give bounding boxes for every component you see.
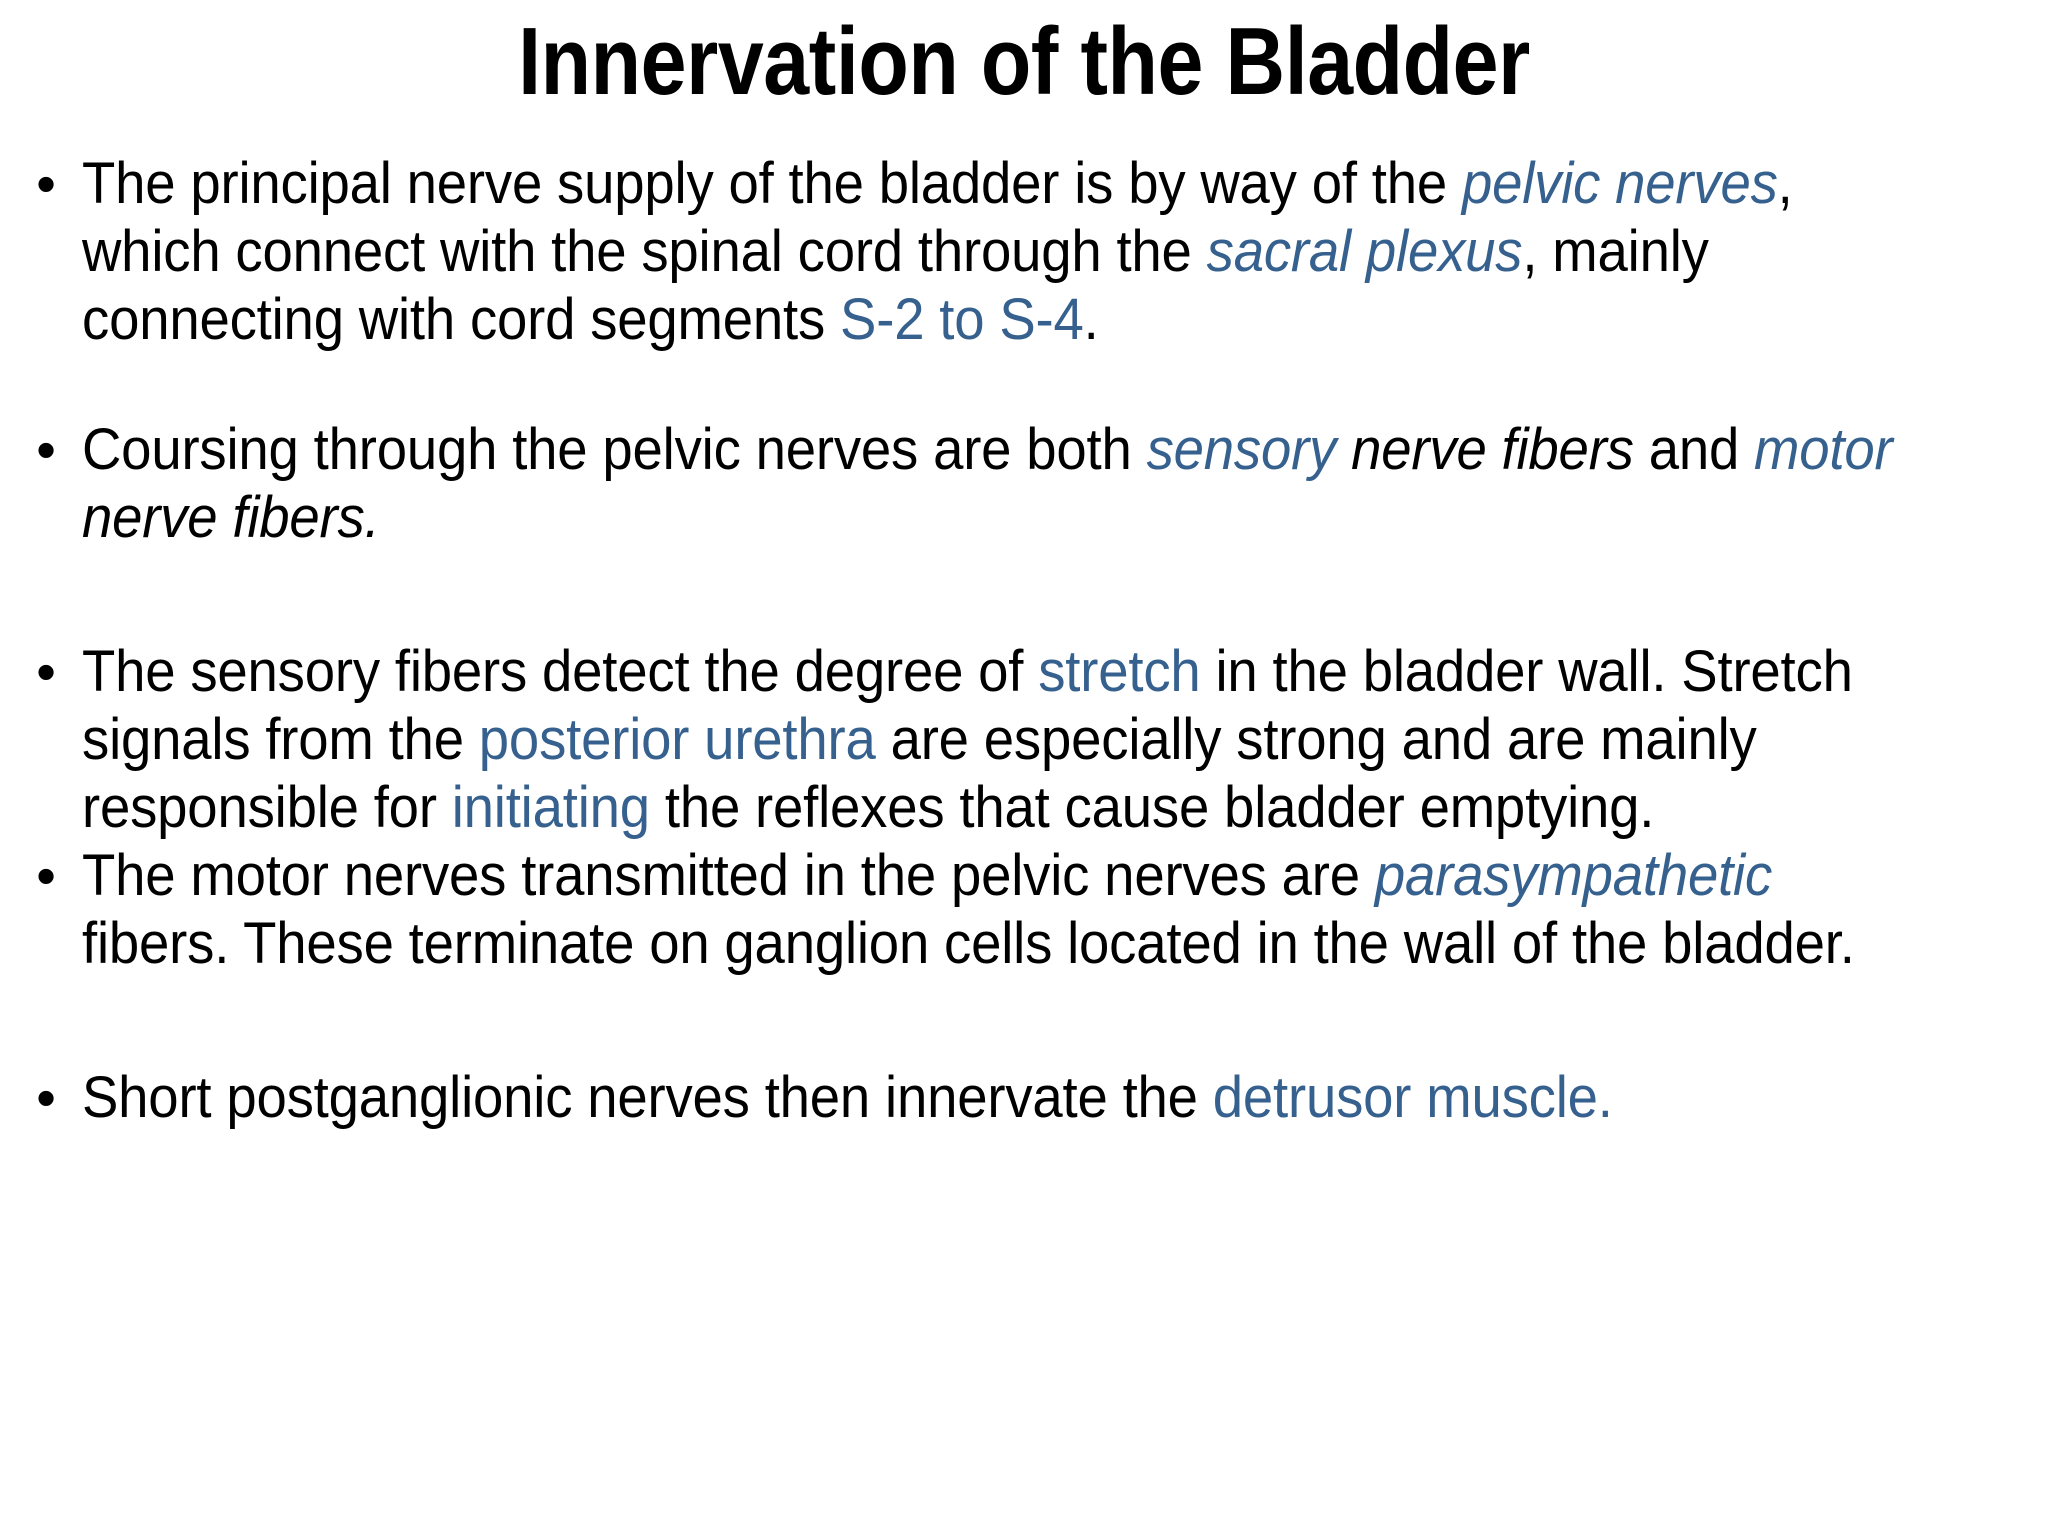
bullet-spacer	[10, 978, 2040, 1064]
list-item[interactable]: • The principal nerve supply of the blad…	[10, 150, 2040, 354]
run-text: and	[1633, 417, 1755, 482]
bullet-point-icon: •	[36, 640, 56, 703]
run-text: The sensory fibers detect the degree of	[82, 639, 1039, 704]
bullet-point-icon: •	[36, 1066, 56, 1129]
run-accent-stretch: stretch	[1038, 639, 1201, 704]
bullet-text-principal-nerve-supply: The principal nerve supply of the bladde…	[82, 150, 1923, 354]
run-accent-parasympathetic: parasympathetic	[1374, 843, 1773, 908]
run-text: are especially strong and are mainly res…	[82, 707, 1757, 840]
run-text: the reflexes that cause bladder emptying…	[649, 775, 1655, 840]
run-text: .	[1083, 287, 1099, 352]
bullet-point-icon: •	[36, 844, 56, 907]
run-italic-nerve-fibers-2: nerve fibers.	[82, 485, 380, 550]
run-text: Coursing through the pelvic nerves are b…	[82, 417, 1147, 482]
run-text: The principal nerve supply of the bladde…	[82, 151, 1462, 216]
run-text: The motor nerves transmitted in the pelv…	[82, 843, 1375, 908]
bullet-text-coursing-sensory-motor: Coursing through the pelvic nerves are b…	[82, 416, 1923, 552]
run-accent-motor: motor	[1754, 417, 1893, 482]
run-text: Short postganglionic nerves then innerva…	[82, 1065, 1213, 1130]
run-text: fibers. These terminate on ganglion cell…	[82, 911, 1855, 976]
list-item[interactable]: • Short postganglionic nerves then inner…	[10, 1064, 2040, 1132]
run-text: in the bladder wall. Stretch signals fro…	[82, 639, 1853, 772]
bullet-point-icon: •	[36, 152, 56, 215]
run-accent-posterior-urethra: posterior urethra	[478, 707, 876, 772]
bullet-text-postganglionic-detrusor: Short postganglionic nerves then innerva…	[82, 1064, 1923, 1132]
run-accent-detrusor-muscle: detrusor muscle.	[1212, 1065, 1613, 1130]
run-accent-sacral-plexus: sacral plexus	[1206, 219, 1523, 284]
run-italic-nerve-fibers: nerve fibers	[1336, 417, 1634, 482]
bullet-text-sensory-fibers-stretch: The sensory fibers detect the degree of …	[82, 638, 1923, 842]
run-text: , which connect with the spinal cord thr…	[82, 151, 1793, 284]
bullet-spacer	[10, 552, 2040, 638]
bullet-text-motor-nerves-parasympathetic: The motor nerves transmitted in the pelv…	[82, 842, 1923, 978]
bullet-spacer	[10, 354, 2040, 416]
list-item[interactable]: • The motor nerves transmitted in the pe…	[10, 842, 2040, 978]
bullet-point-icon: •	[36, 418, 56, 481]
run-accent-sensory: sensory	[1146, 417, 1337, 482]
page-title: Innervation of the Bladder	[518, 8, 1530, 115]
run-text: , mainly connecting with cord segments	[82, 219, 1709, 352]
run-accent-cord-segments: S-2 to S-4	[840, 287, 1084, 352]
run-accent-pelvic-nerves: pelvic nerves	[1461, 151, 1778, 216]
list-item[interactable]: • The sensory fibers detect the degree o…	[10, 638, 2040, 842]
bullet-list: • The principal nerve supply of the blad…	[10, 150, 2040, 1132]
list-item[interactable]: • Coursing through the pelvic nerves are…	[10, 416, 2040, 552]
run-accent-initiating: initiating	[451, 775, 650, 840]
